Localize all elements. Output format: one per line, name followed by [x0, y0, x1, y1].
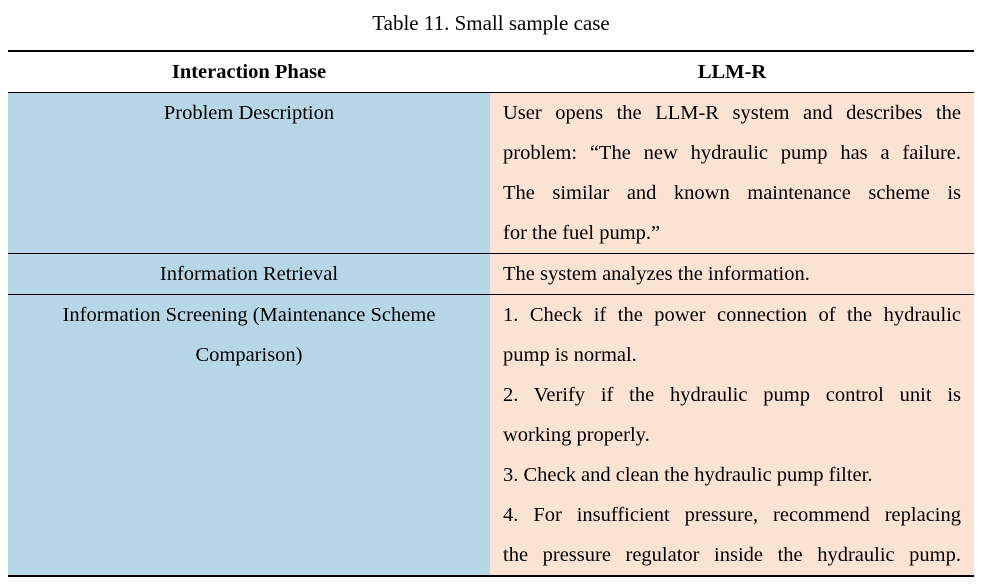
- description-cell: The system analyzes the information.: [490, 253, 974, 295]
- phase-cell-problem-description: Problem Description: [8, 92, 490, 254]
- header-llm-r: LLM-R: [490, 50, 974, 93]
- sample-case-table: Interaction Phase LLM-R Problem Descript…: [8, 50, 974, 577]
- description-line: 3. Check and clean the hydraulic pump fi…: [503, 464, 873, 486]
- description-cell: User opens the LLM-R system and describe…: [490, 92, 974, 254]
- phase-cell-information-retrieval: Information Retrieval: [8, 253, 490, 295]
- description-line: for the fuel pump.”: [503, 222, 661, 244]
- description-line: 1. Check if the power connection of the …: [503, 304, 961, 326]
- phase-cell-information-screening: Information Screening (Maintenance Schem…: [8, 294, 490, 577]
- table-row: Information Screening (Maintenance Schem…: [8, 294, 974, 577]
- table-row: Problem Description User opens the LLM-R…: [8, 92, 974, 254]
- description-line: 2. Verify if the hydraulic pump control …: [503, 384, 961, 406]
- description-line: working properly.: [503, 424, 650, 446]
- header-interaction-phase: Interaction Phase: [8, 50, 490, 93]
- table-caption: Table 11. Small sample case: [372, 11, 610, 35]
- description-line: User opens the LLM-R system and describe…: [503, 102, 961, 124]
- description-cell: 1. Check if the power connection of the …: [490, 294, 974, 577]
- description-line: 4. For insufficient pressure, recommend …: [503, 504, 961, 526]
- description-line: pump is normal.: [503, 344, 637, 366]
- table-header-row: Interaction Phase LLM-R: [8, 50, 974, 93]
- description-line: the pressure regulator inside the hydrau…: [503, 544, 961, 566]
- description-line: The system analyzes the information.: [503, 263, 810, 285]
- table-row: Information Retrieval The system analyze…: [8, 253, 974, 295]
- description-line: The similar and known maintenance scheme…: [503, 182, 961, 204]
- description-line: problem: “The new hydraulic pump has a f…: [503, 142, 961, 164]
